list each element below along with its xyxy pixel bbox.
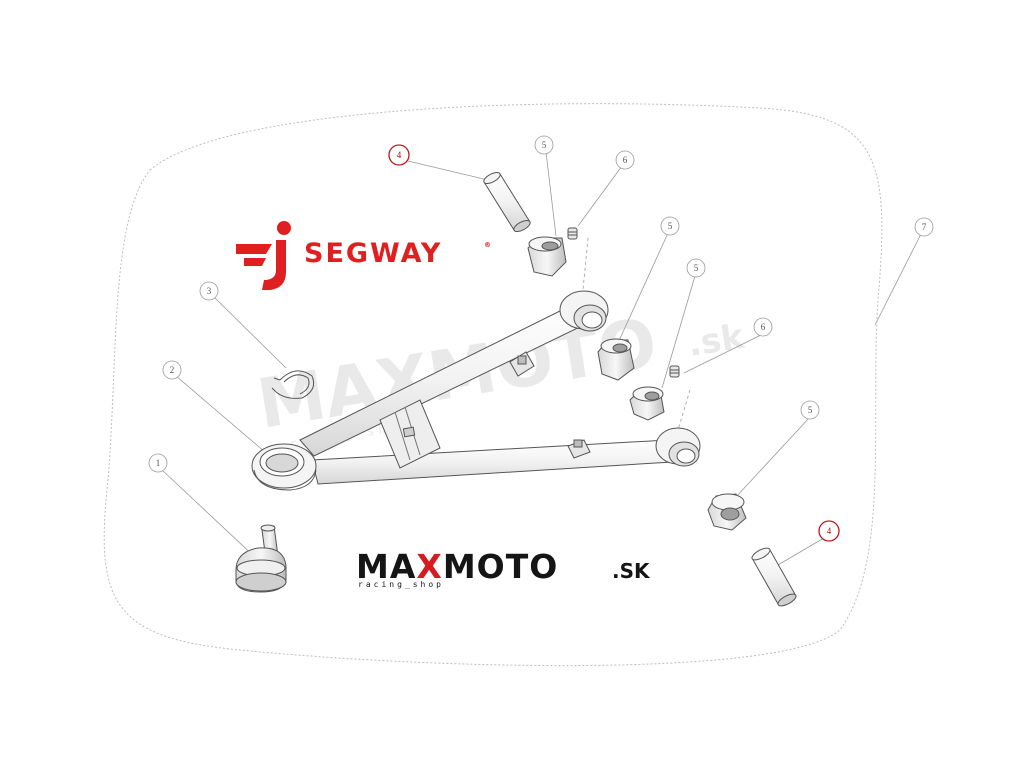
bushing-part-5-d xyxy=(707,493,747,531)
segway-wordmark: SEGWAY xyxy=(304,238,442,269)
maxmoto-logo-tagline: racing_shop xyxy=(358,580,444,589)
segway-registered-mark: ® xyxy=(484,241,491,249)
bushing-part-5-b xyxy=(597,338,635,381)
circlip-part-3 xyxy=(271,370,315,399)
svg-text:5: 5 xyxy=(694,263,699,273)
sleeve-pin-part-4-bottom xyxy=(751,547,797,607)
svg-text:5: 5 xyxy=(542,140,547,150)
ball-joint-part-1 xyxy=(235,524,287,593)
callout-3: 3 xyxy=(199,281,219,301)
svg-text:MAXMOTO: MAXMOTO xyxy=(356,547,558,586)
bushing-part-5-c xyxy=(629,386,665,421)
callout-5-a: 5 xyxy=(534,135,554,155)
callout-5-c: 5 xyxy=(686,258,706,278)
svg-text:1: 1 xyxy=(156,458,161,468)
callouts: 1 2 3 4 5 6 5 5 xyxy=(148,135,934,542)
callout-1: 1 xyxy=(148,453,168,473)
grease-nipple-part-6-b xyxy=(669,365,680,378)
svg-text:6: 6 xyxy=(761,322,766,332)
svg-text:3: 3 xyxy=(207,286,212,296)
svg-text:5: 5 xyxy=(668,221,673,231)
callout-4-top-highlighted: 4 xyxy=(388,144,410,166)
maxmoto-logo-domain: .SK xyxy=(612,559,651,583)
a-arm-part-2 xyxy=(251,290,701,491)
svg-text:7: 7 xyxy=(922,222,927,232)
assembly-axis-lines xyxy=(581,237,691,431)
segway-logo: SEGWAY ® xyxy=(236,221,491,290)
callout-5-b: 5 xyxy=(660,216,680,236)
callout-2: 2 xyxy=(162,360,182,380)
svg-text:4: 4 xyxy=(827,526,832,536)
sleeve-pin-part-4-top xyxy=(483,171,531,233)
svg-text:4: 4 xyxy=(397,150,402,160)
svg-text:2: 2 xyxy=(170,365,175,375)
segway-emblem-icon xyxy=(236,221,291,290)
svg-text:6: 6 xyxy=(623,155,628,165)
maxmoto-logo-right: MOTO xyxy=(443,547,558,586)
maxmoto-logo-accent: X xyxy=(416,547,442,586)
leader-lines xyxy=(161,151,922,566)
callout-5-d: 5 xyxy=(800,400,820,420)
callout-6-a: 6 xyxy=(615,150,635,170)
svg-text:5: 5 xyxy=(808,405,813,415)
maxmoto-logo: MAXMOTO .SK racing_shop xyxy=(356,547,651,589)
callout-6-b: 6 xyxy=(753,317,773,337)
grease-nipple-part-6-a xyxy=(567,227,578,240)
maxmoto-logo-left: MA xyxy=(356,547,416,586)
bushing-part-5-a xyxy=(527,236,567,277)
watermark-domain: .sk xyxy=(685,316,748,364)
assembly-boundary xyxy=(103,103,883,667)
callout-4-bottom-highlighted: 4 xyxy=(818,520,840,542)
callout-7: 7 xyxy=(914,217,934,237)
